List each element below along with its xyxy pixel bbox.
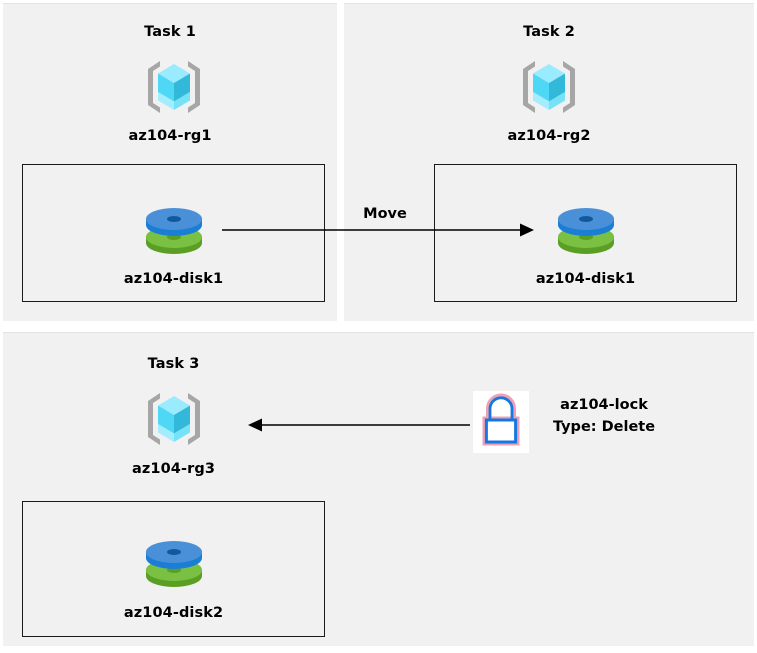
task-2-resource-group-label: az104-rg2: [507, 128, 591, 144]
lock-name-label: az104-lock: [560, 397, 648, 413]
task-3-title: Task 3: [147, 356, 200, 372]
azure-resource-group-icon: [142, 388, 206, 450]
panel-task-1: Task 1 az104-rg1: [3, 3, 337, 321]
lock-type-label: Type: Delete: [552, 419, 656, 435]
padlock-icon: [473, 391, 529, 453]
task-2-title: Task 2: [523, 24, 575, 40]
task-1-title: Task 1: [144, 24, 196, 40]
azure-resource-group-icon: [142, 56, 206, 118]
task-3-resource-group-label: az104-rg3: [131, 461, 216, 477]
task-2-resource-label: az104-disk1: [535, 271, 636, 287]
move-arrow-label: Move: [363, 206, 407, 222]
task-1-resource-label: az104-disk1: [123, 271, 224, 287]
move-arrow: [222, 223, 534, 237]
azure-disk-icon: [143, 536, 205, 592]
panel-task-2: Task 2 az104-rg2: [344, 3, 754, 321]
azure-disk-icon: [555, 203, 617, 259]
azure-disk-icon: [143, 203, 205, 259]
task-1-resource-group-label: az104-rg1: [128, 128, 212, 144]
panel-task-3: Task 3 az104-rg3: [3, 332, 754, 646]
azure-resource-group-icon: [517, 56, 581, 118]
task-3-resource-label: az104-disk2: [123, 605, 224, 621]
lock-arrow: [248, 418, 470, 432]
